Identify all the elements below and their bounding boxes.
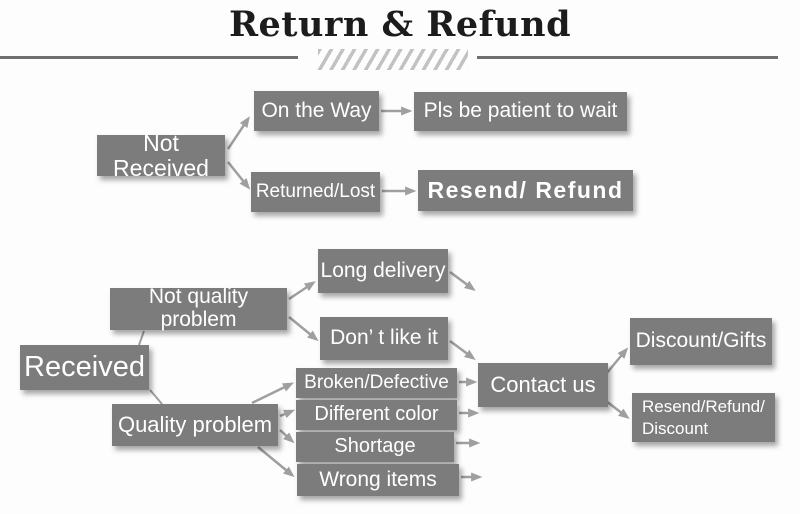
arrow-contact-us-to-resend-refund-discount: [605, 400, 630, 420]
arrow-not-quality-to-dont-like-it: [288, 316, 319, 342]
line-received-to-quality-problem: [149, 389, 163, 405]
arrow-dont-like-it-to-contact-us: [449, 339, 476, 361]
arrow-not-quality-to-long-delivery: [288, 281, 316, 301]
arrow-quality-to-wrong-items: [257, 446, 295, 478]
node-wrong-items: Wrong items: [297, 464, 459, 496]
arrow-quality-to-broken-defective: [251, 382, 295, 405]
page-title: Return & Refund: [228, 4, 572, 45]
node-on-the-way: On the Way: [254, 91, 379, 131]
node-discount-gifts: Discount/Gifts: [630, 318, 772, 365]
arrow-not-received-to-returned-lost: [227, 161, 251, 190]
arrow-not-received-to-on-the-way: [226, 116, 250, 150]
node-pls-be-patient: Pls be patient to wait: [414, 92, 627, 131]
node-different-color: Different color: [296, 400, 457, 430]
arrow-quality-to-shortage: [279, 429, 295, 444]
node-contact-us: Contact us: [478, 363, 608, 407]
line-not-quality-to-received: [138, 330, 145, 346]
node-broken-defective: Broken/Defective: [296, 368, 457, 398]
title-rule-left: [0, 56, 298, 59]
node-received: Received: [20, 345, 149, 390]
arrow-long-delivery-out: [449, 270, 476, 292]
node-quality-problem: Quality problem: [112, 404, 278, 446]
node-not-quality-problem: Not quality problem: [110, 285, 287, 331]
node-shortage: Shortage: [296, 432, 454, 462]
node-returned-lost: Returned/Lost: [251, 172, 380, 212]
arrow-quality-to-different-color: [279, 409, 296, 419]
title-rule-right: [477, 56, 778, 59]
title-hatch-decoration: [318, 49, 468, 70]
node-resend-refund: Resend/ Refund: [418, 170, 633, 211]
node-dont-like-it: Don’ t like it: [320, 317, 448, 360]
node-long-delivery: Long delivery: [318, 249, 448, 293]
arrow-contact-us-to-discount-gifts: [605, 347, 629, 375]
node-resend-refund-discount: Resend/Refund/ Discount: [632, 393, 775, 442]
node-not-received: Not Received: [97, 130, 225, 180]
